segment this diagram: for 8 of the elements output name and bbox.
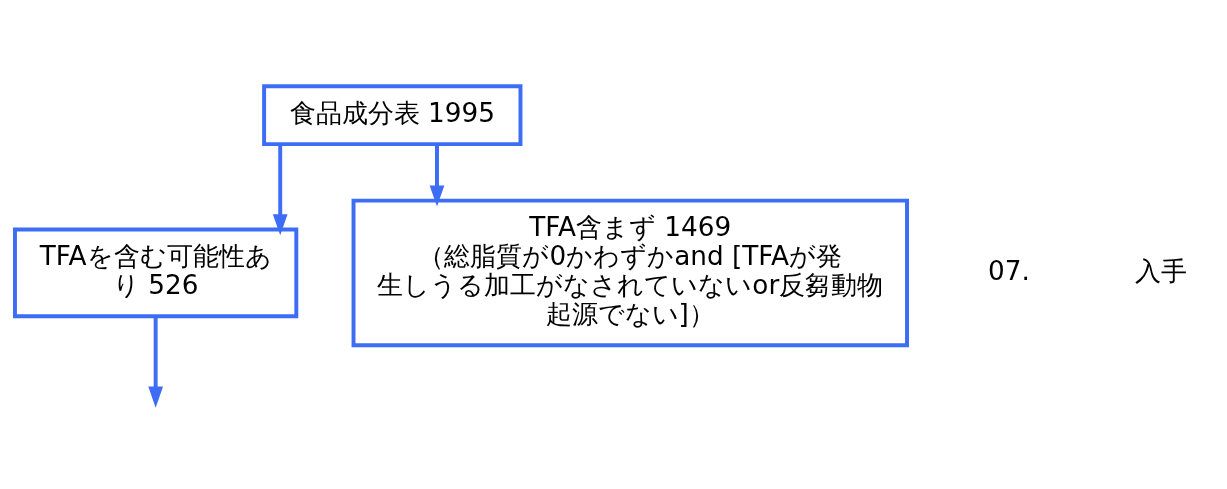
label: 07. <box>988 255 1030 286</box>
node-box: TFAを含む可能性あり 526 <box>13 227 299 319</box>
arrow <box>148 316 164 408</box>
node-box: 食品成分表 1995 <box>262 84 523 147</box>
node-box: TFA含まず 1469 （総脂質が0かわずかand [TFAが発生しうる加工がなされていないor反芻動物起源でない]） <box>351 198 909 348</box>
arrow <box>272 144 288 236</box>
arrow <box>429 144 445 207</box>
label: 入手 <box>1135 255 1188 286</box>
